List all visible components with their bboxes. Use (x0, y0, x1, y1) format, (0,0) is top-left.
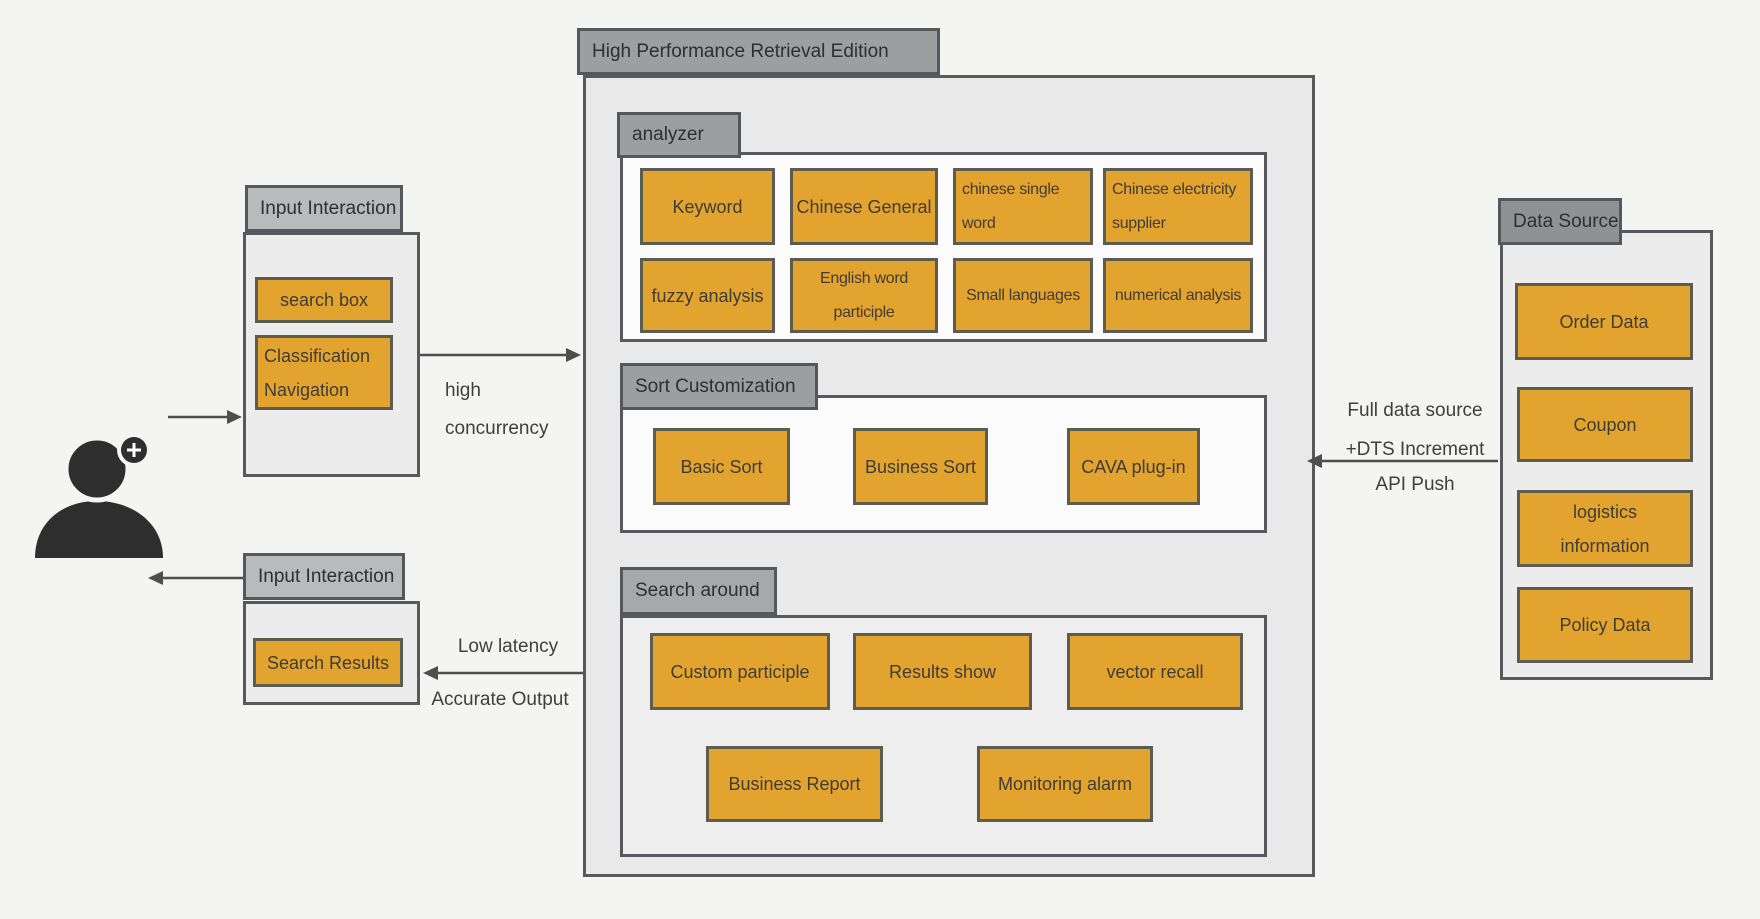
arrow-output-to-user (148, 571, 243, 585)
keyword-node: Keyword (640, 168, 775, 245)
business-sort-node: Business Sort (853, 428, 988, 505)
basic-sort-node: Basic Sort (653, 428, 790, 505)
sort-customization-label: Sort Customization (620, 363, 818, 410)
analyzer-label: analyzer (617, 112, 741, 158)
search-box-node: search box (255, 277, 393, 323)
input-interaction-top-label: Input Interaction (245, 185, 403, 232)
logistics-information-node: logistics information (1517, 490, 1693, 567)
vector-recall-node: vector recall (1067, 633, 1243, 710)
retrieval-edition-title: High Performance Retrieval Edition (577, 28, 940, 75)
input-interaction-bottom-label: Input Interaction (243, 553, 405, 600)
coupon-node: Coupon (1517, 387, 1693, 462)
chinese-single-word-node: chinese single word (953, 168, 1093, 245)
policy-data-node: Policy Data (1517, 587, 1693, 663)
arrow-low-latency (423, 666, 583, 680)
high-concurrency-label: high concurrency (445, 380, 549, 439)
custom-participle-node: Custom participle (650, 633, 830, 710)
chinese-electricity-node: Chinese electricity supplier (1103, 168, 1253, 245)
results-show-node: Results show (853, 633, 1032, 710)
cava-plugin-node: CAVA plug-in (1067, 428, 1200, 505)
data-source-label: Data Source (1498, 198, 1622, 245)
classification-navigation-node: Classification Navigation (255, 335, 393, 410)
search-around-label: Search around (620, 567, 777, 615)
small-languages-node: Small languages (953, 258, 1093, 333)
api-push-label: API Push (1375, 474, 1455, 495)
english-word-participle-node: English word participle (790, 258, 938, 333)
numerical-analysis-node: numerical analysis (1103, 258, 1253, 333)
order-data-node: Order Data (1515, 283, 1693, 360)
business-report-node: Business Report (706, 746, 883, 822)
accurate-output-label: Accurate Output (431, 689, 569, 710)
fuzzy-analysis-node: fuzzy analysis (640, 258, 775, 333)
chinese-general-node: Chinese General (790, 168, 938, 245)
monitoring-alarm-node: Monitoring alarm (977, 746, 1153, 822)
low-latency-label: Low latency (457, 636, 559, 657)
search-results-node: Search Results (253, 638, 403, 687)
user-plus-badge-icon (117, 433, 151, 467)
arrow-high-concurrency (420, 348, 581, 362)
user-icon (35, 433, 163, 558)
full-data-dts-label: Full data source +DTS Increment (1345, 400, 1485, 460)
arrow-user-to-input (168, 410, 242, 424)
